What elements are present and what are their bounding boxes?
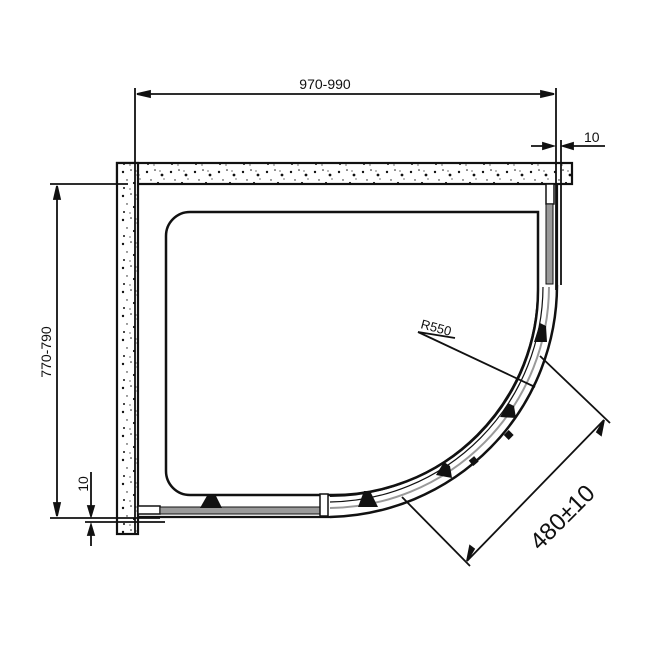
diagonal-label: 480±10 bbox=[525, 480, 601, 556]
bottom-offset-dimension bbox=[85, 472, 165, 546]
left-wall bbox=[115, 161, 140, 536]
top-wall bbox=[115, 161, 574, 186]
bottom-wall-profile bbox=[137, 493, 330, 519]
curved-doors bbox=[329, 284, 559, 519]
radius-leader bbox=[417, 331, 536, 388]
diagonal-dimension bbox=[401, 355, 611, 567]
width-label: 970-990 bbox=[299, 76, 351, 92]
bottom-offset-label: 10 bbox=[75, 476, 91, 492]
door-rollers bbox=[200, 323, 547, 508]
shower-tray bbox=[164, 210, 540, 497]
walls bbox=[115, 161, 574, 536]
depth-dimension bbox=[50, 183, 160, 519]
right-offset-dimension bbox=[531, 140, 605, 285]
right-offset-label: 10 bbox=[584, 129, 600, 145]
right-wall-profile bbox=[545, 183, 559, 285]
depth-label: 770-790 bbox=[38, 326, 54, 378]
width-dimension bbox=[134, 88, 557, 534]
